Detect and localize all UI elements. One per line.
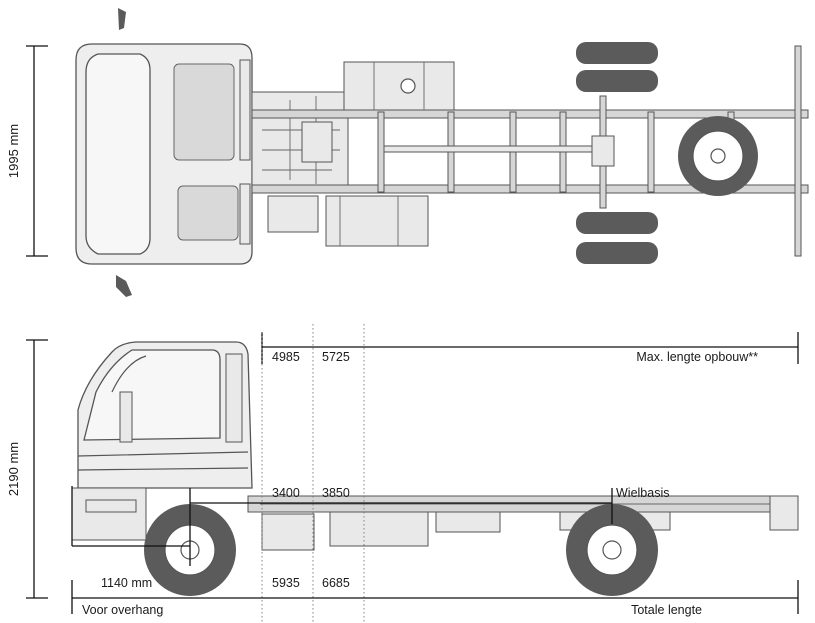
front-overhang-value: 1140 mm xyxy=(101,576,152,590)
front-overhang-label: Voor overhang xyxy=(82,603,163,617)
height-label: 2190 mm xyxy=(6,442,21,496)
total-length-value-1: 5935 xyxy=(272,576,300,590)
max-body-length-label: Max. lengte opbouw** xyxy=(636,350,758,364)
width-label: 1995 mm xyxy=(6,124,21,178)
wheelbase-value-2: 3850 xyxy=(322,486,350,500)
max-body-length-value-1: 4985 xyxy=(272,350,300,364)
side-view-truck xyxy=(71,341,799,596)
max-body-length-value-2: 5725 xyxy=(322,350,350,364)
total-length-label: Totale lengte xyxy=(631,603,702,617)
wheelbase-value-1: 3400 xyxy=(272,486,300,500)
total-length-value-2: 6685 xyxy=(322,576,350,590)
top-view-truck xyxy=(75,8,809,297)
wheelbase-label: Wielbasis xyxy=(616,486,670,500)
dimension-lines xyxy=(26,45,799,623)
